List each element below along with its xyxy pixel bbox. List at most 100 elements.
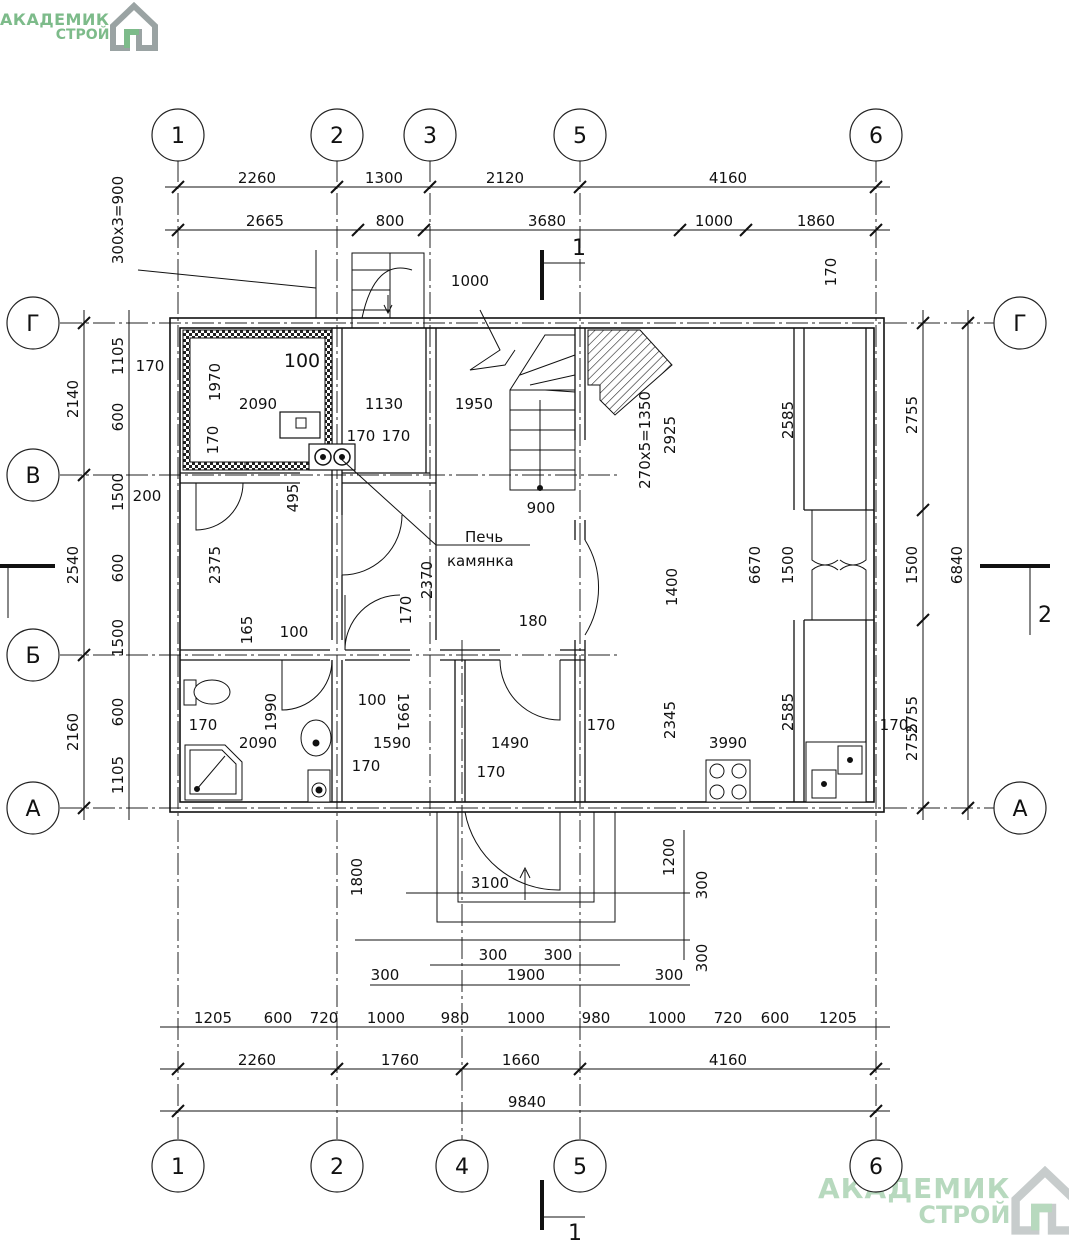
dim-int-23: 180 [519, 612, 548, 630]
dim-right-1: 2755 [903, 396, 921, 434]
dim-int-8: 170 [204, 426, 222, 455]
stove-label-2: камянка [447, 552, 514, 570]
dim-int-2: 100 [284, 350, 320, 372]
dim-left-outer-2: 2540 [64, 546, 82, 584]
dim-bot1-8: 1000 [648, 1009, 686, 1027]
dim-int-0: 300x3=900 [109, 176, 127, 264]
dim-int-11: 270x5=1350 [636, 391, 654, 489]
dim-int-38: 3990 [709, 734, 747, 752]
logo-line2-bottom: СТРОЙ [918, 1201, 1011, 1229]
dim-bot1-2: 600 [264, 1009, 293, 1027]
dim-int-12: 2925 [661, 416, 679, 454]
axis-bottom-6: 6 [869, 1155, 883, 1180]
dim-int-20: 2375 [206, 546, 224, 584]
dim-int-35: 170 [587, 716, 616, 734]
dim-bot1-4: 1000 [367, 1009, 405, 1027]
dim-int-15: 1500 [779, 546, 797, 584]
fixtures [183, 679, 867, 803]
dim-bot1-1: 1205 [194, 1009, 232, 1027]
section-bottom-label: 1 [568, 1221, 582, 1245]
axis-top-2: 2 [330, 124, 344, 149]
dim-int-18: 495 [284, 484, 302, 513]
dim-int-30: 1991 [394, 693, 412, 731]
logo-line1: АКАДЕМИК [0, 10, 110, 29]
axis-left-b: Б [25, 644, 40, 669]
door-swings [195, 482, 867, 891]
dim-right-3: 2755 [903, 696, 921, 734]
dim-int-1: 1000 [451, 272, 489, 290]
dim-int-49: 300 [544, 946, 573, 964]
logo-text: АКАДЕМИК СТРОЙ [0, 10, 110, 43]
dim-int-39: 170 [822, 258, 840, 287]
dim-left-inner-2: 600 [109, 403, 127, 432]
dimension-ticks [77, 180, 975, 1118]
axis-bubbles-bottom [151, 1139, 903, 1193]
stairs-inner [469, 309, 576, 491]
stairs-hatched [587, 329, 673, 416]
porch-dimension-lines [355, 830, 690, 986]
dim-int-21: 2370 [418, 561, 436, 599]
dim-int-19: 900 [527, 499, 556, 517]
dim-bot2-1: 2260 [238, 1051, 276, 1069]
dim-left-inner-6: 600 [109, 698, 127, 727]
logo-house-icon [110, 2, 159, 51]
dim-int-45: 300 [693, 871, 711, 900]
axis-bottom-2: 2 [330, 1155, 344, 1180]
axis-top-1: 1 [171, 124, 185, 149]
axis-left-g: Г [26, 312, 39, 337]
dim-int-9: 170 [347, 427, 376, 445]
dim-bot1-6: 1000 [507, 1009, 545, 1027]
dim-int-7: 1950 [455, 395, 493, 413]
dim-int-6: 1130 [365, 395, 403, 413]
axis-top-3: 3 [423, 124, 437, 149]
dim-int-47: 300 [479, 946, 508, 964]
dim-top-3: 2120 [486, 169, 524, 187]
dim-int-50: 300 [371, 966, 400, 984]
dim-int-37: 2585 [779, 693, 797, 731]
section-right-label: 2 [1038, 603, 1052, 628]
dim-int-26: 1990 [262, 693, 280, 731]
dim-bot2-4: 4160 [709, 1051, 747, 1069]
dim-int-25: 100 [280, 623, 309, 641]
dim-top2-2: 800 [376, 212, 405, 230]
dim-top2-4: 1000 [695, 212, 733, 230]
dim-int-34: 170 [477, 763, 506, 781]
dim-top-4: 4160 [709, 169, 747, 187]
section-top-label: 1 [572, 236, 586, 261]
stove-label: Печь [465, 528, 503, 546]
dim-int-14: 6670 [746, 546, 764, 584]
axis-bottom-1: 1 [171, 1155, 185, 1180]
dim-bot1-7: 980 [582, 1009, 611, 1027]
dim-int-16: 1400 [663, 568, 681, 606]
dim-int-46: 300 [693, 944, 711, 973]
axis-bottom-5: 5 [573, 1155, 587, 1180]
axis-top-6: 6 [869, 124, 883, 149]
axis-bubbles-top [151, 108, 903, 162]
logo-line2: СТРОЙ [55, 27, 110, 43]
dim-int-42: 1800 [348, 858, 366, 896]
dim-left-inner-7: 1105 [109, 756, 127, 794]
logo-bottom: АКАДЕМИК СТРОЙ [818, 1166, 1069, 1236]
dim-left-inner-1: 1105 [109, 337, 127, 375]
dim-int-17: 200 [133, 487, 162, 505]
stairs-top-entrance [315, 250, 425, 329]
dim-int-48: 1900 [507, 966, 545, 984]
dim-int-10: 170 [382, 427, 411, 445]
dim-bot1-11: 1205 [819, 1009, 857, 1027]
axis-top-5: 5 [573, 124, 587, 149]
dim-bot1-10: 600 [761, 1009, 790, 1027]
dim-top2-5: 1860 [797, 212, 835, 230]
dim-int-51: 300 [655, 966, 684, 984]
dim-int-27: 170 [189, 716, 218, 734]
logo-house-icon-bottom [1011, 1166, 1069, 1235]
dim-top-1: 2260 [238, 169, 276, 187]
dim-int-5: 1970 [206, 363, 224, 401]
dim-top2-1: 2665 [246, 212, 284, 230]
dim-int-24: 165 [238, 616, 256, 645]
dim-left-outer-1: 2140 [64, 380, 82, 418]
dimension-lines [83, 186, 969, 1112]
axis-left-a: А [25, 797, 40, 822]
dim-bot-total: 9840 [508, 1093, 546, 1111]
section-marks [0, 250, 1050, 1230]
